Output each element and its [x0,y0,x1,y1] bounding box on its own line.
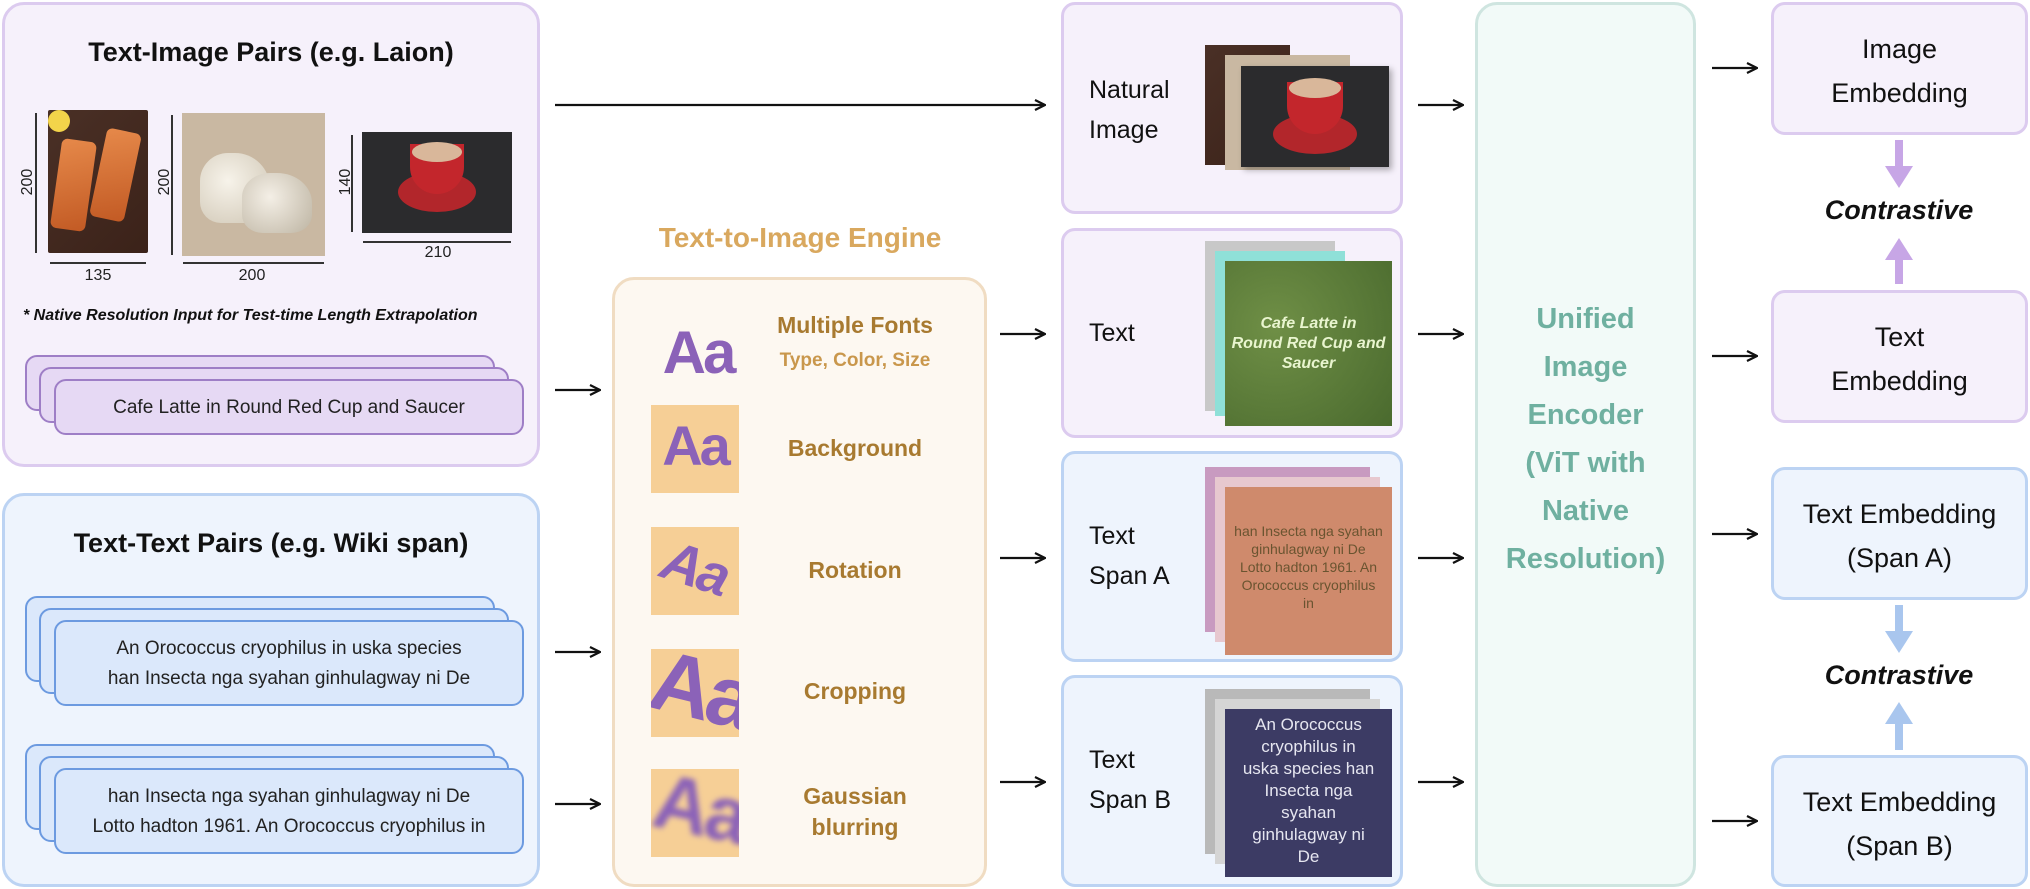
span-a-line-2: han Insecta nga syahan ginhulagway ni De [107,668,471,689]
caption-text: Cafe Latte in Round Red Cup and Saucer [113,397,465,418]
contrastive-label-bottom: Contrastive [1824,660,1974,690]
background-label: Background [787,435,923,461]
span-b-render-thumb: An Orococcus cryophilus in uska species … [1225,709,1392,877]
span-b-render-line-1: An Orococcus [1255,715,1362,734]
span-b-render-line-4: Insecta nga [1264,781,1353,800]
image-embedding-line-2: Embedding [1831,78,1968,108]
latte-image [362,132,512,233]
contrastive-arrows-top [1885,140,1913,284]
gaussian-blur-glyph-icon: Aa [651,769,739,857]
blurring-label: blurring [811,814,899,840]
natural-label-2: Image [1089,116,1159,144]
img2-width-label: 200 [238,267,266,284]
rotation-glyph-icon: Aa [651,527,739,615]
text-render-line-3: Saucer [1281,355,1336,372]
multiple-fonts-glyph-icon: Aa [662,319,737,386]
background-glyph-icon: Aa [651,405,739,493]
engine-title: Text-to-Image Engine [658,222,942,253]
booties-image [182,113,325,256]
contrastive-arrows-bottom [1885,605,1913,750]
span-b-line-1: han Insecta nga syahan ginhulagway ni De [107,786,471,807]
text-text-pairs-title: Text-Text Pairs (e.g. Wiki span) [73,528,469,558]
text-render-thumb: Cafe Latte in Round Red Cup and Saucer [1225,261,1392,426]
span-b-embedding-line-2: (Span B) [1846,831,1953,861]
text-embedding-line-1: Text [1874,322,1925,352]
text-text-pairs-panel: Text-Text Pairs (e.g. Wiki span) An Oroc… [2,493,540,887]
caption-card: Cafe Latte in Round Red Cup and Saucer [54,379,524,435]
natural-latte-thumb [1241,66,1389,167]
span-a-card: An Orococcus cryophilus in uska species … [54,620,524,706]
encoder-label-4: (ViT with [1525,447,1646,479]
span-a-line-1: An Orococcus cryophilus in uska species [116,638,462,659]
natural-label-1: Natural [1089,76,1170,104]
span-a-box: Text Span A han Insecta nga syahan ginhu… [1061,451,1403,662]
rotation-label: Rotation [808,557,902,583]
encoder-label-5: Native [1541,495,1630,527]
span-b-line-2: Lotto hadton 1961. An Orococcus cryophil… [92,816,486,837]
encoder-label-1: Unified [1536,303,1635,335]
span-b-card: han Insecta nga syahan ginhulagway ni De… [54,768,524,854]
span-a-embedding-line-1: Text Embedding [1802,499,1997,529]
span-b-render-line-6: ginhulagway ni [1252,825,1365,844]
contrastive-label-top: Contrastive [1824,195,1974,225]
text-to-image-engine-panel: Aa Multiple Fonts Type, Color, Size Aa B… [612,277,987,887]
text-render-line-2: Round Red Cup and [1231,335,1386,352]
native-resolution-note: * Native Resolution Input for Test-time … [23,307,478,324]
span-b-label-1: Text [1089,746,1135,774]
span-b-embedding-box: Text Embedding (Span B) [1771,755,2028,887]
span-a-embedding-box: Text Embedding (Span A) [1771,467,2028,600]
span-a-label-2: Span A [1089,562,1170,590]
span-a-label-1: Text [1089,522,1135,550]
span-b-render-line-5: syahan [1281,803,1336,822]
span-b-render-line-2: cryophilus in [1261,737,1356,756]
gaussian-label: Gaussian [803,783,907,809]
encoder-label-6: Resolution) [1505,543,1666,575]
text-label: Text [1089,319,1135,347]
span-b-label-2: Span B [1089,786,1172,814]
cropping-glyph-icon: Aa [651,649,739,737]
span-b-embedding-line-1: Text Embedding [1802,787,1997,817]
text-box: Text Cafe Latte in Round Red Cup and Sau… [1061,228,1403,438]
text-image-pairs-panel: Text-Image Pairs (e.g. Laion) 200 135 20… [2,2,540,467]
span-a-render-thumb: han Insecta nga syahan ginhulagway ni De… [1225,487,1392,655]
multiple-fonts-sub: Type, Color, Size [779,350,931,371]
span-b-render-line-7: De [1297,847,1320,866]
span-b-render-line-3: uska species han [1242,759,1375,778]
img1-width-label: 135 [84,267,112,284]
unified-image-encoder-panel: Unified Image Encoder (ViT with Native R… [1475,2,1696,887]
img3-width-label: 210 [424,244,452,261]
span-a-render-line-3: Lotto hadton 1961. An [1239,559,1377,575]
span-a-render-line-4: Orococcus cryophilus [1241,577,1376,593]
encoder-label-3: Encoder [1527,399,1644,431]
image-embedding-line-1: Image [1861,34,1938,64]
image-embedding-box: Image Embedding [1771,2,2028,135]
span-a-render-line-2: ginhulagway ni De [1251,541,1366,557]
span-a-embedding-line-2: (Span A) [1846,543,1953,573]
span-a-render-line-1: han Insecta nga syahan [1234,523,1383,539]
text-render-line-1: Cafe Latte in [1260,315,1357,332]
text-embedding-line-2: Embedding [1831,366,1968,396]
multiple-fonts-label: Multiple Fonts [777,312,933,338]
cropping-label: Cropping [803,678,907,704]
salmon-image [48,110,148,253]
text-embedding-box: Text Embedding [1771,290,2028,423]
span-a-render-line-5: in [1303,595,1314,611]
text-image-pairs-title: Text-Image Pairs (e.g. Laion) [88,37,454,67]
encoder-label-2: Image [1543,351,1628,383]
span-b-box: Text Span B An Orococcus cryophilus in u… [1061,675,1403,887]
natural-image-box: Natural Image [1061,2,1403,214]
